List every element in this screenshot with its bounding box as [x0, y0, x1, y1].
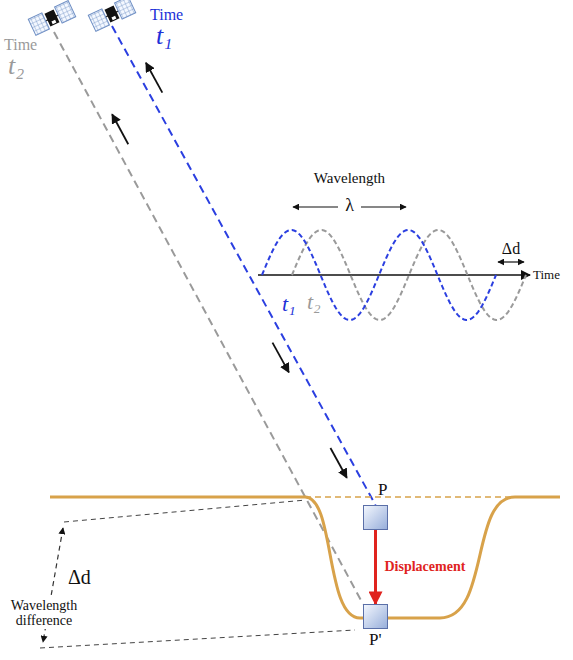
radar-beam — [112, 26, 376, 505]
time-symbol: t₁ — [282, 292, 296, 316]
signal-arrow — [146, 63, 162, 93]
ground-surface — [50, 497, 560, 618]
signal-arrow — [330, 448, 346, 478]
original-ground — [305, 496, 515, 498]
bracket-line — [40, 630, 355, 648]
time-symbol: t₂ — [8, 52, 24, 81]
survey-point: P — [363, 505, 388, 530]
edge-label: Displacement — [385, 559, 466, 574]
signal-arrows — [112, 63, 347, 478]
wave-curve — [262, 230, 496, 320]
displaced-point: P' — [363, 604, 388, 629]
wave-curve — [292, 230, 526, 320]
delta-label: Δd — [502, 240, 520, 258]
point-label: P' — [369, 631, 382, 650]
difference-label: Wavelength difference — [0, 598, 88, 629]
delta-label: Δd — [68, 566, 91, 588]
time-symbol: t₁ — [156, 22, 172, 51]
wavelength-arrow — [293, 206, 338, 207]
delta-arrow — [498, 261, 524, 262]
satellite-icon — [28, 1, 75, 36]
signal-arrow — [272, 343, 288, 373]
time-label: Time — [4, 36, 37, 54]
time-label: Time — [150, 6, 183, 24]
wavelength-symbol: λ — [345, 196, 354, 216]
wave-plot — [262, 230, 526, 320]
bracket-line — [64, 500, 306, 522]
axis-label: Time — [533, 268, 560, 282]
time-symbol: t₂ — [307, 290, 321, 314]
displacement-arrow — [374, 530, 377, 604]
time-axis — [258, 274, 530, 276]
point-label: P — [378, 481, 387, 500]
radar-beam — [54, 32, 363, 604]
wavelength-label: Wavelength — [314, 170, 385, 187]
wavelength-arrow — [361, 206, 406, 207]
signal-arrow — [112, 114, 128, 144]
